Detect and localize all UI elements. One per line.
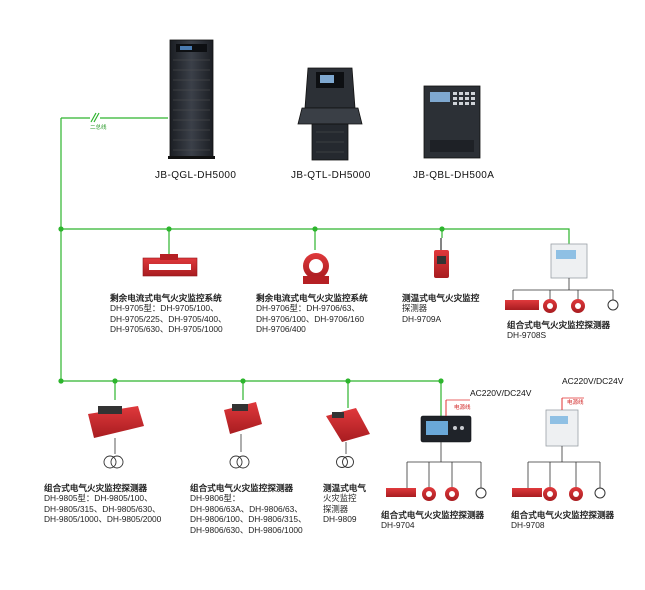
- power-voltage-2: AC220V/DC24V: [562, 376, 624, 386]
- row2-label-5: 组合式电气火灾监控探测器 DH-9708: [511, 510, 615, 531]
- cabinet-controller-icon: [168, 39, 215, 159]
- row1-label-4: 组合式电气火灾监控探测器 DH-9708S: [507, 320, 611, 341]
- row1-label-2: 剩余电流式电气火灾监控系统 DH-9706型：DH-9706/63、DH-970…: [256, 293, 368, 335]
- combined-detector-9708-icon: [512, 398, 606, 501]
- controller-model-2: JB-QTL-DH5000: [291, 170, 371, 181]
- controller-model-3: JB-QBL-DH500A: [413, 170, 495, 181]
- power-voltage-1: AC220V/DC24V: [470, 388, 532, 398]
- combined-detector-9704-icon: [386, 400, 487, 501]
- combined-detector-9708s-icon: [505, 243, 619, 313]
- row2-label-4: 组合式电气火灾监控探测器 DH-9704: [381, 510, 485, 531]
- wall-controller-icon: [423, 85, 481, 159]
- residual-current-ring-sensor-icon: [303, 253, 329, 284]
- combined-detector-9805-icon: [88, 406, 144, 469]
- power-tag-2: 电源线: [567, 400, 584, 406]
- bus-lines: [60, 112, 570, 416]
- residual-current-bar-sensor-icon: [142, 254, 198, 277]
- power-leaders: [446, 397, 584, 401]
- temperature-detector-9809-icon: [326, 408, 370, 468]
- power-tag-1: 电源线: [454, 405, 471, 411]
- row2-label-1: 组合式电气火灾监控探测器 DH-9805型：DH-9805/100、DH-980…: [44, 483, 162, 525]
- row2-label-2: 组合式电气火灾监控探测器 DH-9806型：DH-9806/63A、DH-980…: [190, 483, 307, 535]
- temperature-probe-icon: [434, 238, 449, 278]
- row1-label-1: 剩余电流式电气火灾监控系统 DH-9705型：DH-9705/100、DH-97…: [110, 293, 227, 335]
- bus-label: 二总线: [90, 125, 107, 131]
- combined-detector-9806-icon: [224, 402, 262, 469]
- console-controller-icon: [297, 67, 363, 161]
- bus-nodes: [58, 226, 445, 384]
- controller-model-1: JB-QGL-DH5000: [155, 170, 237, 181]
